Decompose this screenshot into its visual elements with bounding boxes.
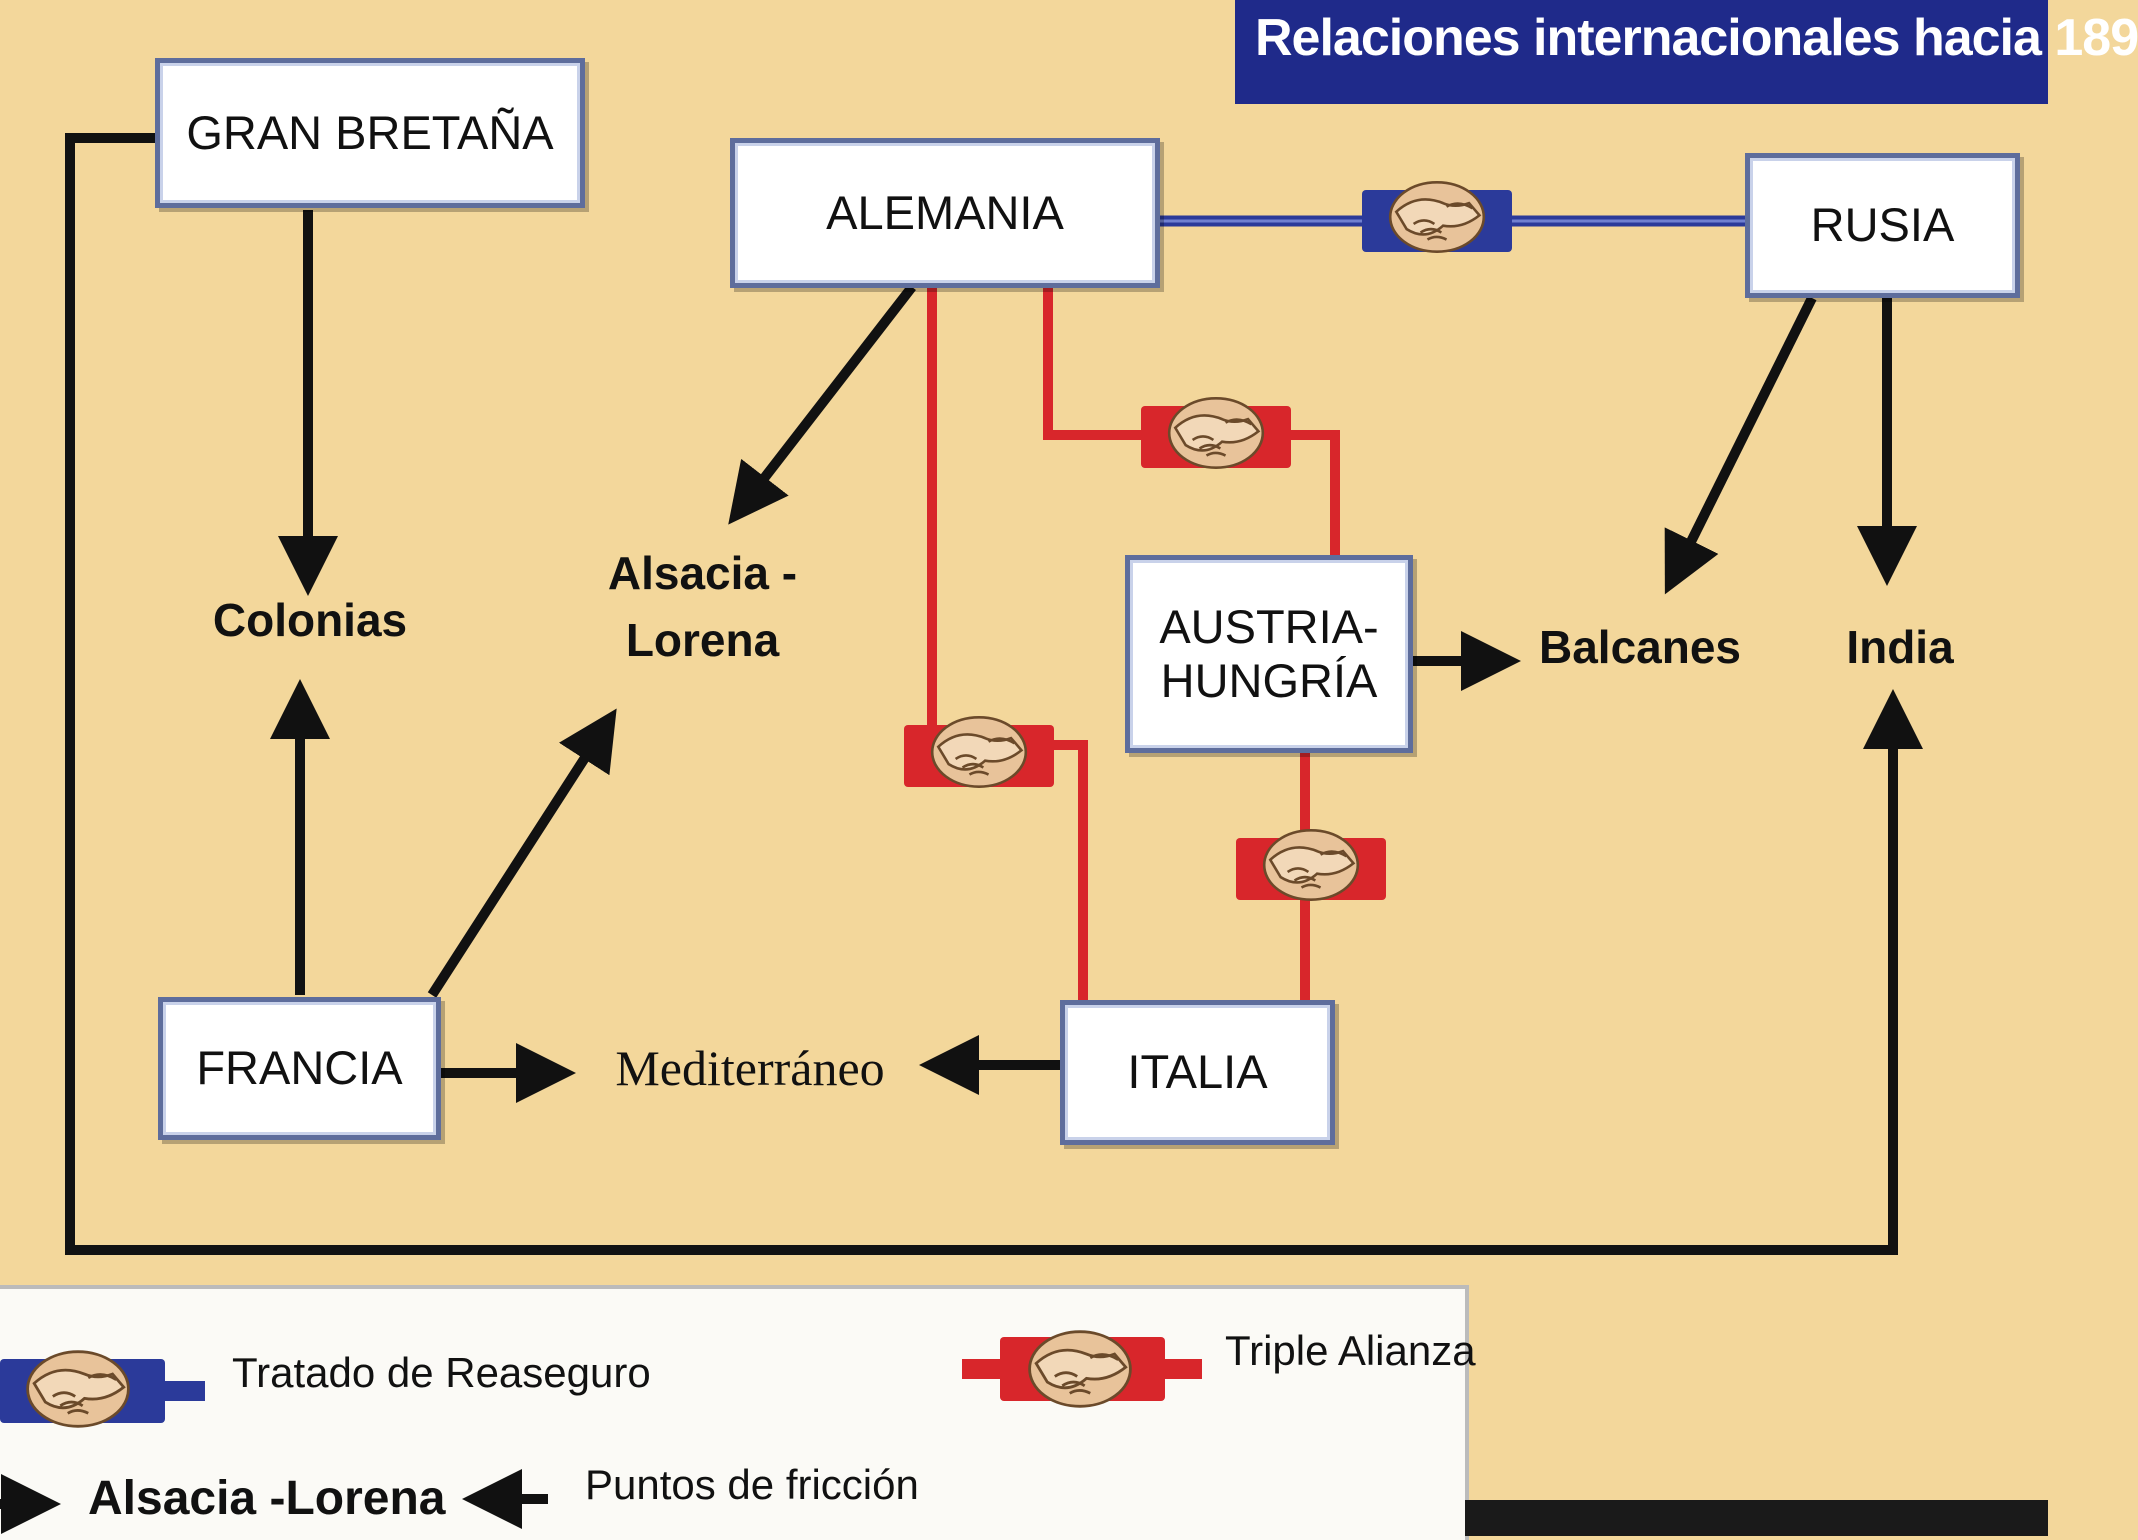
diagram-title: Relaciones internacionales hacia 189 (1255, 9, 2138, 67)
label-alsacia-lorena: Alsacia - Lorena (590, 540, 815, 673)
handshake-icon (1027, 1329, 1133, 1409)
box-italia: ITALIA (1060, 1000, 1335, 1145)
label-alemania: ALEMANIA (826, 185, 1064, 239)
legend-symbols (0, 1329, 1202, 1534)
box-austria-hungria: AUSTRIA- HUNGRÍA (1125, 555, 1413, 753)
label-mediterraneo: Mediterráneo (615, 1040, 885, 1096)
label-italia: ITALIA (1127, 1045, 1268, 1099)
legend-reaseguro-label: Tratado de Reaseguro (232, 1349, 651, 1396)
legend-triple-alianza-symbol (962, 1329, 1202, 1409)
handshake-alemania-austria (1141, 396, 1291, 470)
friction-arrows (65, 133, 1923, 1255)
label-austria-hungria: AUSTRIA- HUNGRÍA (1159, 600, 1378, 708)
box-francia: FRANCIA (158, 997, 441, 1140)
label-alsacia-line1: Alsacia - (607, 547, 798, 599)
label-balcanes: Balcanes (1538, 621, 1741, 673)
relations-diagram (65, 133, 1923, 1255)
label-austria-line1: AUSTRIA- (1159, 599, 1379, 653)
label-rusia: RUSIA (1810, 198, 1955, 252)
legend-triple-alianza-label: Triple Alianza (1225, 1327, 1476, 1374)
bottom-right-strip (1465, 1500, 2048, 1536)
handshake-alemania-italia (904, 715, 1054, 789)
box-alemania: ALEMANIA (730, 138, 1160, 288)
label-colonias: Colonias (212, 594, 408, 646)
handshake-austria-italia (1236, 828, 1386, 902)
handshake-icon (930, 715, 1028, 789)
legend: Tratado de Reaseguro Triple Alianza Alsa… (0, 1285, 1476, 1540)
label-austria-line2: HUNGRÍA (1160, 654, 1378, 707)
handshake-icon (1167, 396, 1265, 470)
label-francia: FRANCIA (196, 1041, 403, 1095)
label-gran-bretana: GRAN BRETAÑA (186, 105, 554, 159)
legend-arrows (0, 1469, 548, 1534)
box-rusia: RUSIA (1745, 153, 2020, 298)
label-india: India (1846, 621, 1954, 673)
handshake-icon (1262, 828, 1360, 902)
legend-friccion-label: Puntos de fricción (585, 1461, 919, 1508)
arrow-francia-alsacia (427, 708, 617, 998)
handshake-reaseguro (1362, 180, 1512, 254)
line-alemania-italia (927, 287, 1088, 1003)
arrow-gb-india (65, 133, 1923, 1255)
handshake-icon (25, 1349, 131, 1429)
handshake-icon (1388, 180, 1486, 254)
box-gran-bretana: GRAN BRETAÑA (155, 58, 585, 208)
arrow-alemania-alsacia (728, 283, 916, 525)
legend-alsacia-lorena-label: Alsacia -Lorena (88, 1472, 446, 1525)
legend-reaseguro-symbol (0, 1349, 205, 1429)
label-alsacia-line2: Lorena (625, 613, 780, 666)
title-bar: Relaciones internacionales hacia 189 (1235, 0, 2138, 104)
arrow-rusia-balcanes (1664, 295, 1817, 595)
